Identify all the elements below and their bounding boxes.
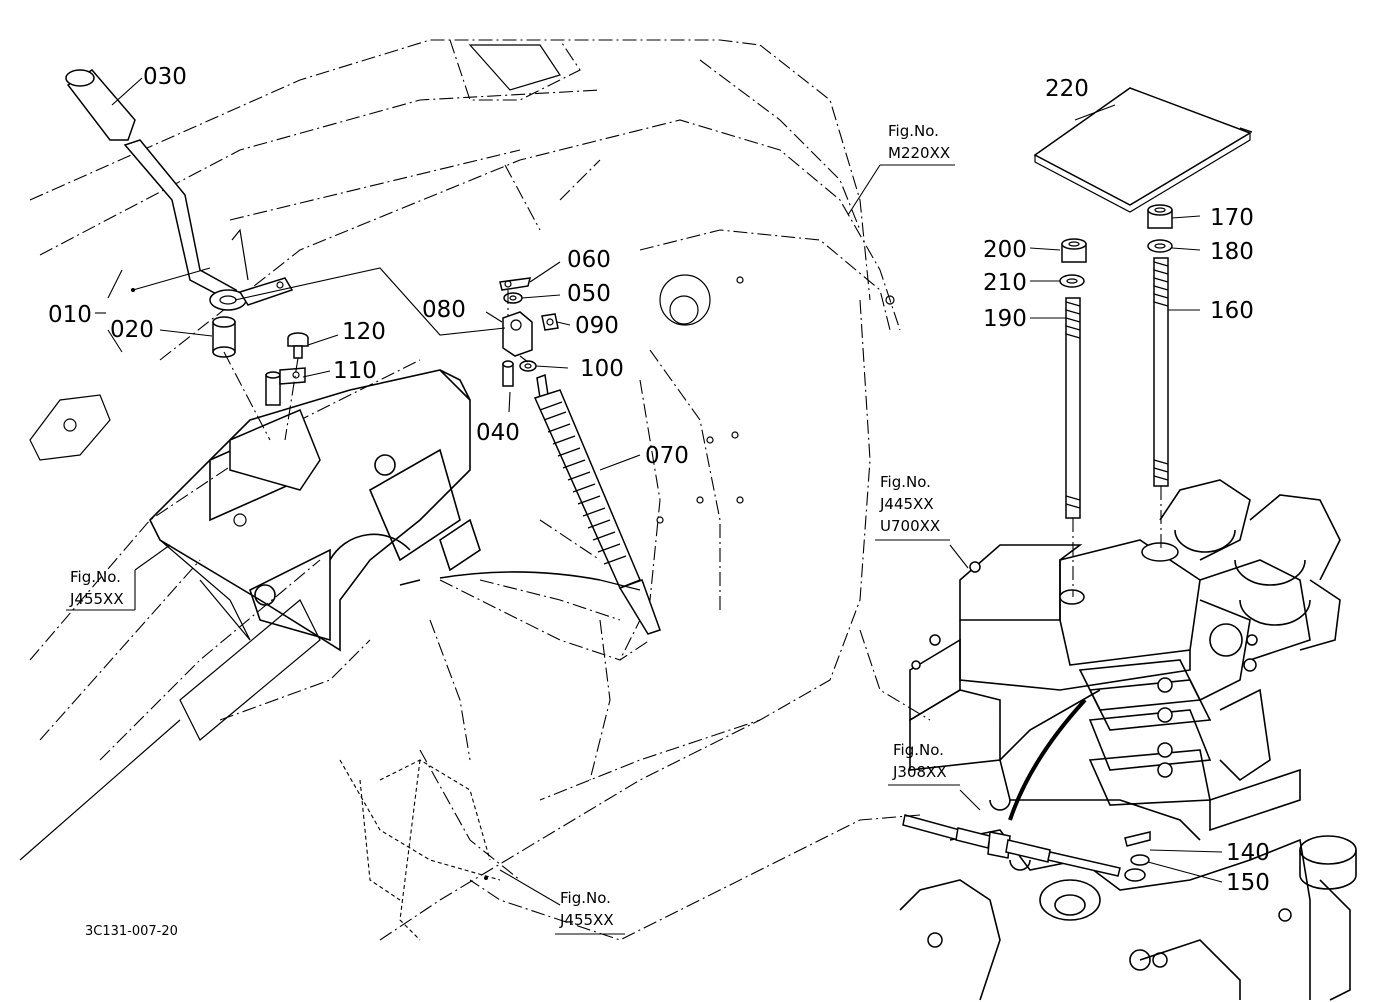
bushing-020 [212, 316, 236, 358]
part-label: 100 [580, 356, 624, 382]
part-label: 180 [1210, 239, 1254, 265]
fig-ref-j308: Fig.No. J308XX [888, 741, 960, 786]
part-label: 040 [476, 420, 520, 446]
svg-text:Fig.No.: Fig.No. [880, 473, 931, 491]
part-label: 010 [48, 302, 92, 328]
leader-lines [95, 77, 1223, 906]
part-label: 020 [110, 317, 154, 343]
svg-text:J445XX: J445XX [879, 495, 934, 513]
nut-090 [541, 313, 559, 331]
part-label: 050 [567, 281, 611, 307]
part-label: 190 [983, 306, 1027, 332]
washer-180 [1147, 239, 1173, 253]
clip-060 [499, 277, 531, 291]
svg-text:U700XX: U700XX [880, 517, 940, 535]
lever-bracket [149, 369, 481, 652]
washer-100 [519, 360, 537, 372]
fig-ref-j445: Fig.No. J445XX U700XX [875, 473, 950, 541]
part-label: 160 [1210, 298, 1254, 324]
svg-text:Fig.No.: Fig.No. [70, 568, 121, 586]
washer-050 [503, 292, 523, 304]
svg-text:J308XX: J308XX [892, 763, 947, 781]
nut-170 [1147, 204, 1173, 229]
fig-ref-j455-bottom: Fig.No. J455XX [555, 889, 625, 935]
fig-ref-j455-left: Fig.No. J455XX [66, 568, 136, 611]
leader-dot [484, 876, 488, 880]
lower-cable [469, 698, 1151, 941]
leader-dot [131, 288, 135, 292]
drawing-code: 3C131-007-20 [85, 924, 178, 939]
pin-040 [502, 360, 514, 387]
part-label: 110 [333, 358, 377, 384]
part-label: 140 [1226, 840, 1270, 866]
part-label: 060 [567, 247, 611, 273]
label-sheet-220 [1033, 87, 1253, 213]
svg-text:J455XX: J455XX [69, 590, 124, 608]
grip-030 [65, 69, 136, 141]
svg-text:M220XX: M220XX [888, 144, 950, 162]
part-label: 150 [1226, 870, 1270, 896]
part-label: 170 [1210, 205, 1254, 231]
part-label: 070 [645, 443, 689, 469]
stud-160 [1153, 257, 1169, 487]
cable-070 [399, 373, 661, 661]
svg-text:Fig.No.: Fig.No. [893, 741, 944, 759]
chassis-outline [19, 39, 931, 941]
bolt-150 [287, 332, 309, 359]
part-label: 120 [342, 319, 386, 345]
svg-text:J455XX: J455XX [559, 911, 614, 929]
part-label: 090 [575, 313, 619, 339]
stud-190 [1065, 297, 1081, 519]
control-valve [899, 479, 1357, 1001]
yoke-080 [502, 311, 533, 357]
svg-text:Fig.No.: Fig.No. [888, 122, 939, 140]
part-labels: 030 010 020 120 110 040 060 050 080 090 … [48, 64, 1270, 896]
part-label: 200 [983, 237, 1027, 263]
part-label: 220 [1045, 76, 1089, 102]
plate-140 [229, 367, 321, 491]
fig-ref-m220: Fig.No. M220XX [880, 122, 955, 166]
lever-010 [123, 139, 294, 311]
nut-200 [1061, 238, 1087, 263]
part-label: 080 [422, 297, 466, 323]
part-label: 030 [143, 64, 187, 90]
part-label: 210 [983, 270, 1027, 296]
svg-text:Fig.No.: Fig.No. [560, 889, 611, 907]
washer-210 [1059, 274, 1085, 288]
